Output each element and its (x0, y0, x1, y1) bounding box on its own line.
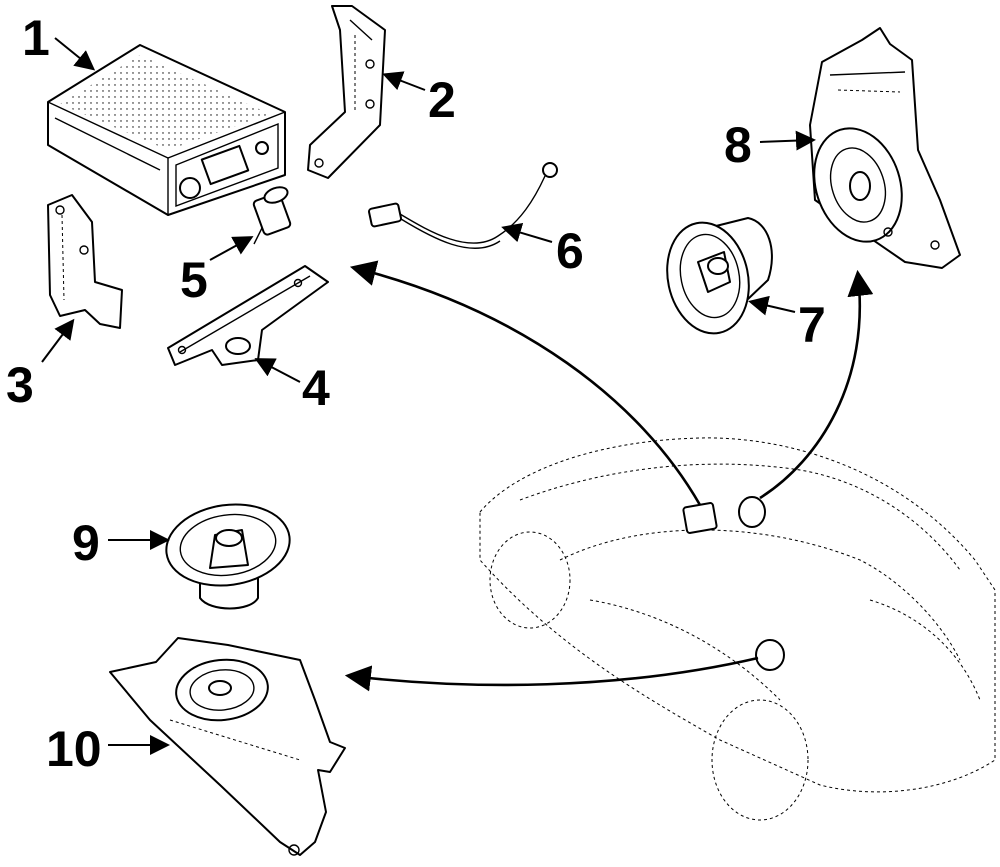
callout-10: 10 (46, 721, 102, 777)
small-switch (252, 186, 292, 245)
leader-lines (41, 37, 816, 755)
callout-4: 4 (302, 360, 330, 416)
callout-8: 8 (724, 117, 752, 173)
radio-head-unit (47, 44, 286, 216)
callout-6: 6 (556, 223, 584, 279)
antenna-wire-harness (368, 162, 558, 249)
callout-5: 5 (180, 252, 208, 308)
callout-7: 7 (798, 297, 826, 353)
speaker-9 (165, 503, 291, 610)
location-arrows (344, 260, 874, 692)
callout-1: 1 (22, 10, 50, 66)
speaker-7 (666, 217, 773, 335)
speaker-enclosure-lower (109, 637, 346, 856)
vehicle-outline (479, 437, 996, 821)
callout-labels: 1 2 3 4 5 6 7 8 9 10 (6, 10, 826, 777)
mounting-bracket-upper (307, 5, 386, 179)
mounting-bracket-side (47, 194, 123, 329)
mounting-bracket-lower (167, 265, 329, 366)
callout-9: 9 (72, 515, 100, 571)
callout-3: 3 (6, 357, 34, 413)
speaker-enclosure-upper (809, 27, 961, 269)
callout-2: 2 (428, 72, 456, 128)
